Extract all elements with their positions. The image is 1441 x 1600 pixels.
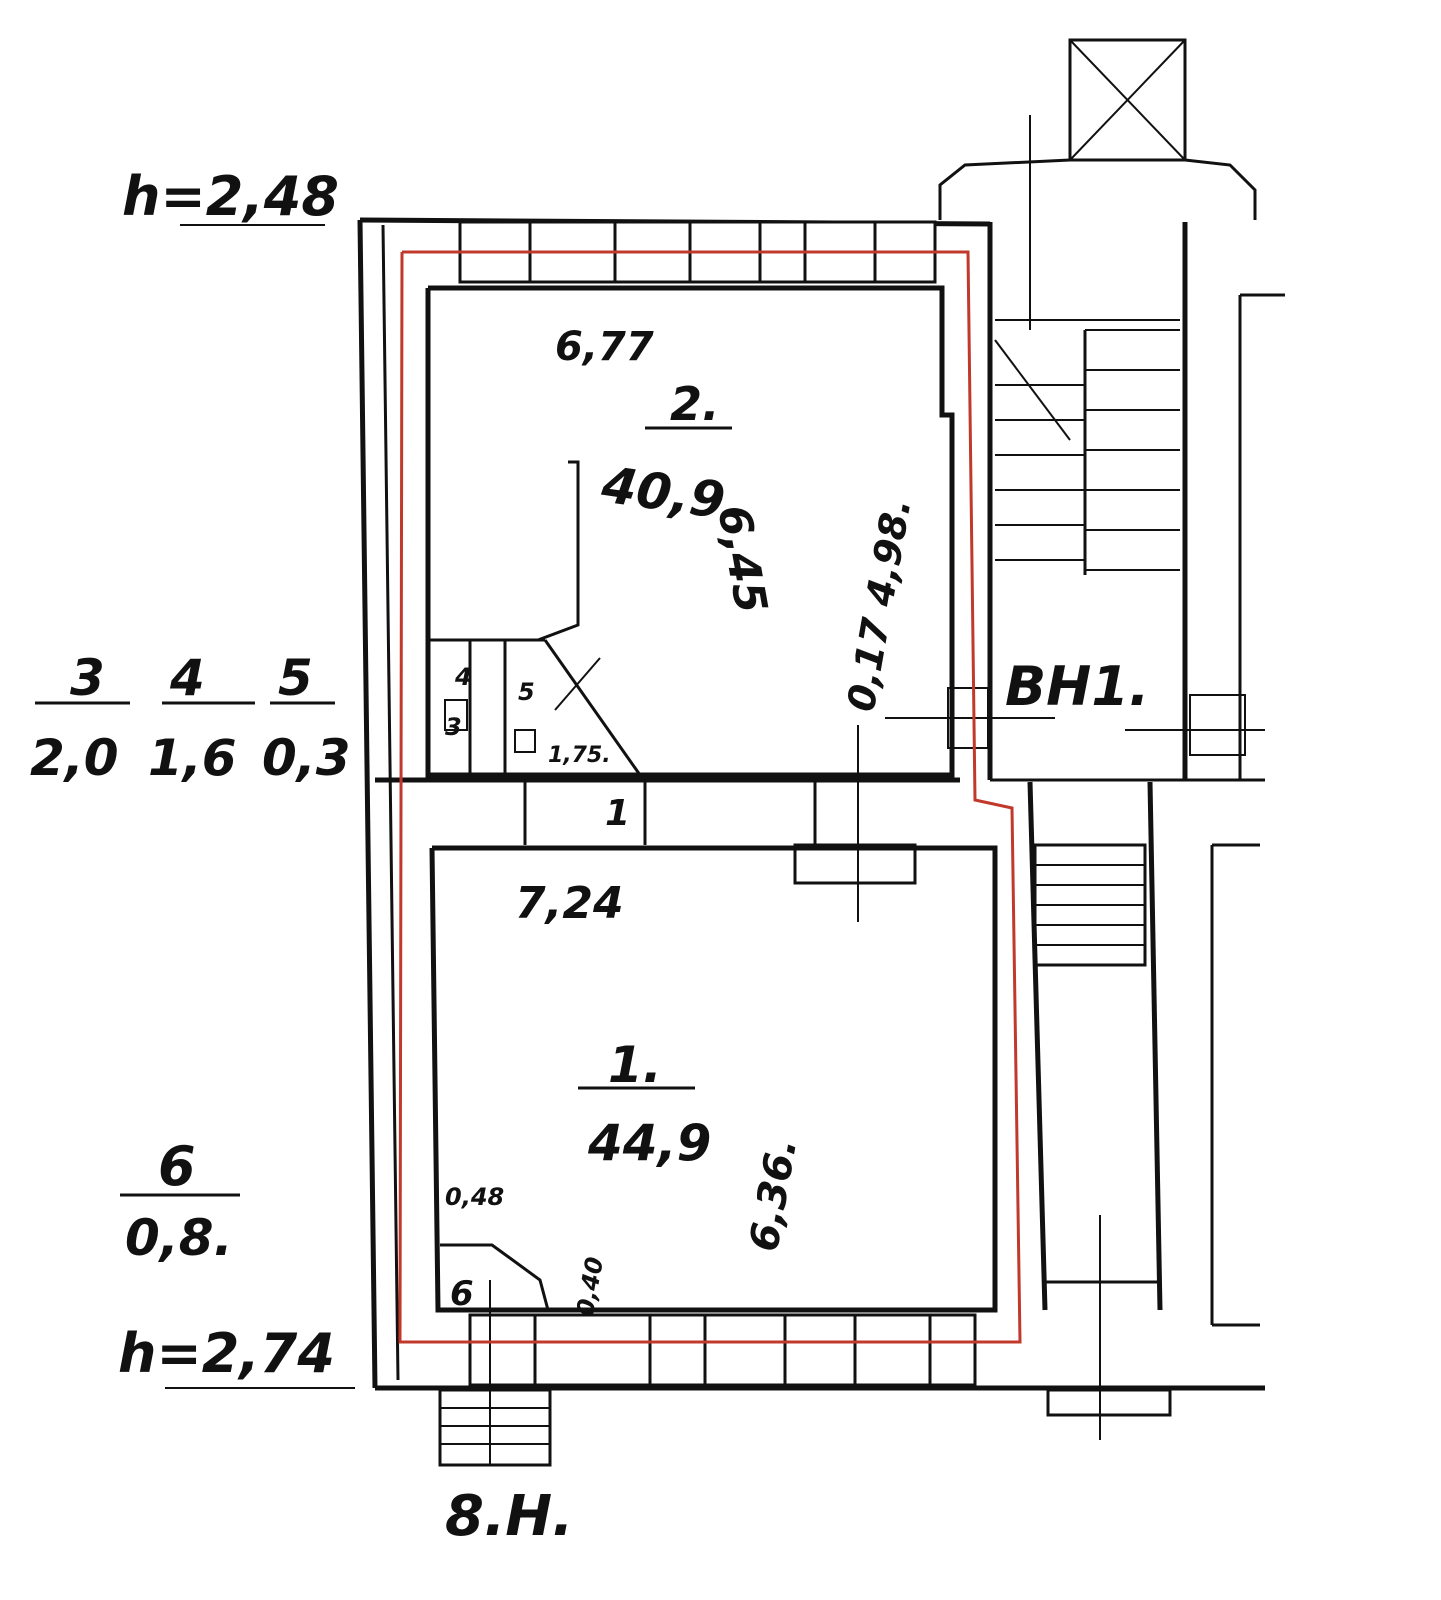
room-5-number: 5 (278, 649, 313, 707)
right-corridor (1027, 293, 1285, 1440)
height-bottom-label: h=2,74 (118, 1322, 335, 1385)
window-bottom-4 (703, 1313, 787, 1387)
entrance-label: 8.Н. (445, 1484, 573, 1549)
outer-left-wall (357, 219, 378, 1389)
stair-label: ВН1. (1005, 655, 1149, 718)
room-2-outline (425, 285, 955, 778)
closets (430, 638, 642, 776)
window-bottom-1 (468, 1313, 537, 1387)
window-bottom-5 (783, 1313, 857, 1387)
height-top-label: h=2,48 (122, 165, 339, 228)
room-6-number: 6 (158, 1135, 196, 1198)
window-bottom-7 (928, 1313, 977, 1387)
window-bottom-6 (853, 1313, 932, 1387)
closet-diagonal (543, 639, 642, 776)
window-bottom-2 (533, 1313, 652, 1387)
tower-walls (938, 158, 1257, 220)
corridor (375, 725, 960, 922)
room-2-walls (425, 285, 955, 778)
corr-exit (1046, 1388, 1172, 1417)
window-bottom-3 (648, 1313, 707, 1387)
room-5-area: 0,3 (262, 729, 351, 787)
stairwell (885, 38, 1265, 782)
corr-right (1147, 781, 1163, 1311)
small-dim-a: 0,48 (445, 1183, 504, 1211)
stair-landing-steps (1189, 694, 1246, 756)
closet-mark-3: 3 (445, 713, 462, 741)
bottom-windows (468, 1313, 977, 1387)
apartment-boundary (398, 250, 1022, 1344)
room-3-area: 2,0 (30, 729, 119, 787)
room-6-area: 0,8. (125, 1209, 233, 1267)
room-2-area: 40,9 (597, 455, 728, 530)
room-2-depth-dim: 6,45 (707, 501, 776, 617)
room-4-number: 4 (169, 649, 205, 707)
entrance-steps (438, 1280, 552, 1467)
corridor-mark: 1 (605, 793, 630, 834)
room-1-number: 1. (608, 1036, 662, 1094)
closet-door-arc (554, 657, 601, 711)
closet-6 (440, 1243, 550, 1311)
room-1-depth-dim: 6,36. (741, 1135, 806, 1255)
room-2-top-dim: 6,77 (555, 324, 654, 370)
room-2-number: 2. (670, 377, 719, 431)
room-1-area: 44,9 (587, 1114, 711, 1172)
outer-walls (357, 217, 1265, 1391)
room-4-area: 1,6 (148, 729, 237, 787)
closet-mark-4: 4 (454, 663, 472, 691)
label-underlines (35, 224, 732, 1389)
corr-left (1027, 781, 1048, 1311)
closet-fixture-2 (514, 729, 536, 753)
door-frame-right (947, 687, 989, 749)
room-2-partition (537, 460, 580, 642)
room-1-top-dim: 7,24 (515, 878, 624, 929)
room-1-outline (429, 845, 998, 1313)
left-wall-inner (381, 224, 400, 1381)
tower-cross-2 (1069, 39, 1186, 161)
corridor-door (793, 843, 917, 885)
closet-mark-6: 6 (450, 1274, 474, 1314)
closet-mark-5: 5 (518, 678, 535, 706)
room-2-right-dim: 0,17 4,98. (839, 495, 920, 715)
closet-width-dim: 1,75. (548, 743, 611, 768)
stair-treads (994, 115, 1180, 575)
entrance-steps-box (438, 1388, 552, 1467)
room-1-walls (429, 845, 998, 1313)
room-3-number: 3 (70, 649, 105, 707)
closet-fixture (444, 699, 468, 731)
